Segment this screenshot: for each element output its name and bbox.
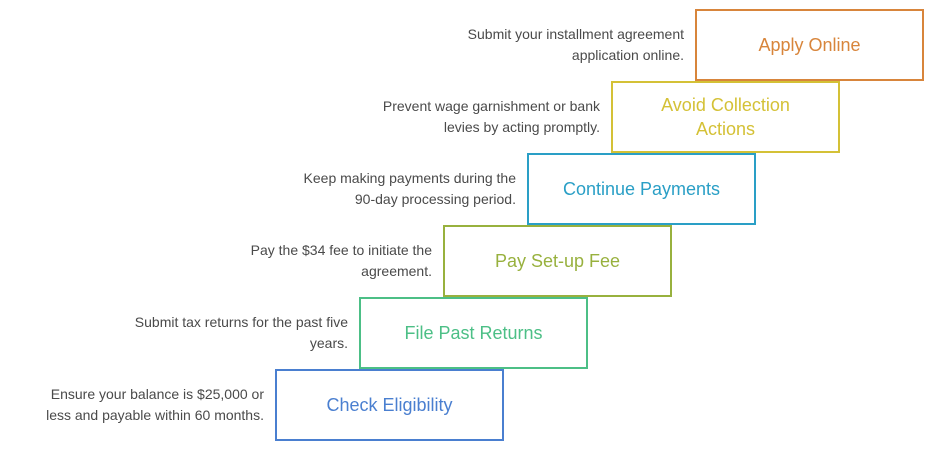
step-description-continue-payments: Keep making payments during the 90-day p… [303, 170, 516, 207]
step-box-file-past-returns: File Past Returns [359, 297, 588, 369]
step-description-pay-setup-fee: Pay the $34 fee to initiate the agreemen… [250, 242, 432, 279]
step-label-apply-online: Apply Online [758, 35, 861, 55]
step-label-continue-payments: Continue Payments [562, 179, 721, 199]
step-box-continue-payments: Continue Payments [527, 153, 756, 225]
step-label-check-eligibility: Check Eligibility [326, 395, 453, 415]
step-label-file-past-returns: File Past Returns [404, 323, 543, 343]
step-label-avoid-collection-actions: Avoid Collection Actions [661, 95, 790, 139]
step-description-avoid-collection-actions: Prevent wage garnishment or bank levies … [382, 98, 600, 135]
step-description-apply-online: Submit your installment agreement applic… [467, 26, 684, 63]
step-label-pay-setup-fee: Pay Set-up Fee [494, 251, 621, 271]
step-box-pay-setup-fee: Pay Set-up Fee [443, 225, 672, 297]
step-box-avoid-collection-actions: Avoid Collection Actions [611, 81, 840, 153]
step-description-file-past-returns: Submit tax returns for the past five yea… [134, 314, 348, 351]
step-box-apply-online: Apply Online [695, 9, 924, 81]
step-box-check-eligibility: Check Eligibility [275, 369, 504, 441]
step-description-check-eligibility: Ensure your balance is $25,000 or less a… [46, 386, 264, 423]
